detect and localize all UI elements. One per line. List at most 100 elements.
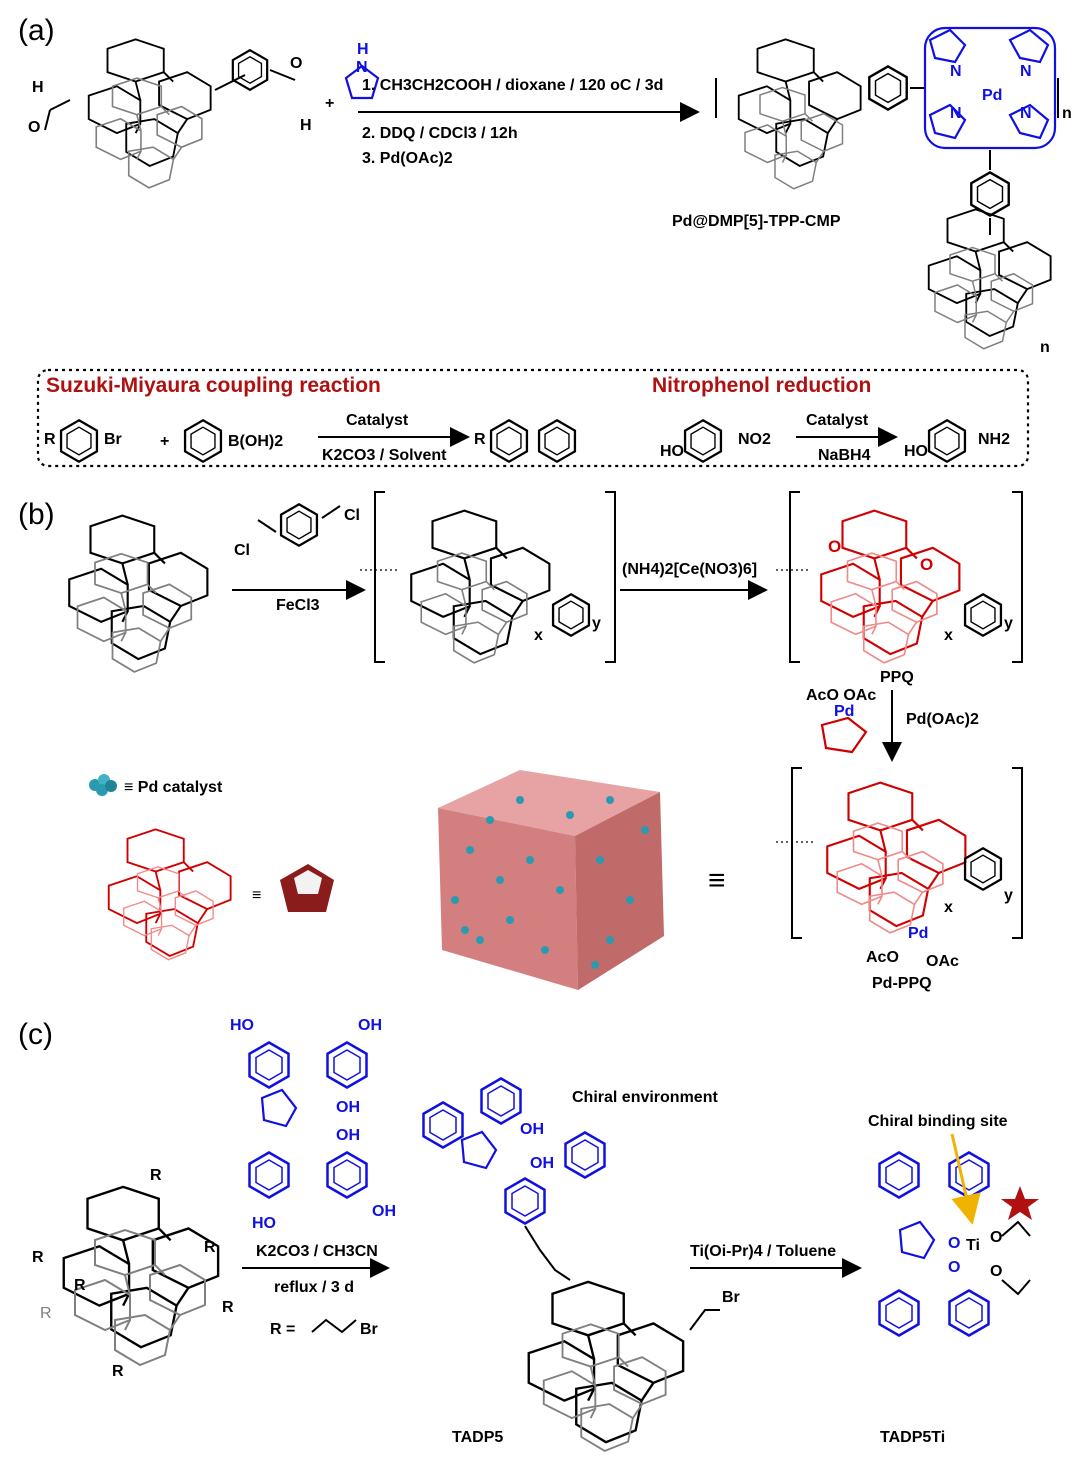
aldehyde-h-right: H (300, 117, 312, 134)
oac-bound: OAc (926, 953, 959, 970)
pyrrole-n: N (356, 59, 368, 76)
pd-catalyst-legend: ≡ Pd catalyst (89, 774, 223, 796)
y-subscript-3: y (1004, 887, 1013, 904)
reflux-label: reflux / 3 d (274, 1279, 354, 1296)
aldehyde-o-right: O (290, 55, 302, 72)
pd-bound: Pd (908, 925, 928, 942)
y-subscript-2: y (1004, 615, 1013, 632)
pd-ppq-label: Pd-PPQ (872, 975, 932, 992)
ti-atom: Ti (966, 1237, 980, 1254)
pentagon-prism-icon (280, 864, 334, 912)
taddol-ho-bottom: HO (252, 1215, 276, 1232)
ti-o-3: O (990, 1229, 1002, 1246)
ti-condition-label: Ti(Oi-Pr)4 / Toluene (690, 1243, 836, 1260)
r-group-5: R (40, 1305, 52, 1322)
aldehyde-o-left: O (28, 119, 40, 136)
product-a-name: Pd@DMP[5]-TPP-CMP (672, 213, 841, 230)
r-group-6: R (222, 1299, 234, 1316)
tadp5ti-structure: Ti O O O O (878, 1151, 1031, 1337)
nitro-conditions: NaBH4 (818, 447, 871, 464)
r-group-4: R (74, 1277, 86, 1294)
r-definition: R = Br (270, 1318, 378, 1338)
r-group-7: R (112, 1363, 124, 1380)
k2co3-label: K2CO3 / CH3CN (256, 1243, 378, 1260)
dialdehyde-monomer: H O O H (28, 38, 312, 189)
chiral-environment-label: Chiral environment (572, 1089, 718, 1106)
pd-ppq-polymer: x y Pd AcO OAc (776, 767, 1023, 970)
equiv-1: ≡ (252, 887, 261, 904)
ti-o-4: O (990, 1263, 1002, 1280)
quinone-pillararene (107, 828, 232, 961)
nitro-group: NO2 (738, 431, 771, 448)
panel-b-label: (b) (18, 498, 55, 531)
aco-oac-label: AcO OAc (806, 687, 876, 704)
tadp5-oh-1: OH (520, 1121, 544, 1138)
taddol-oh-2: OH (336, 1127, 360, 1144)
ti-o-1: O (948, 1235, 960, 1252)
taddol-reagent: HO OH OH OH HO OH (230, 1017, 396, 1232)
ppq-o2: O (920, 555, 933, 574)
r-group-3: R (204, 1239, 216, 1256)
r-equals: R = (270, 1321, 295, 1338)
chiral-site-arrow (950, 1133, 981, 1225)
porphyrin-n4: N (1020, 105, 1032, 122)
nitro-catalyst: Catalyst (806, 412, 869, 429)
aco-bound: AcO (866, 949, 899, 966)
pyrrole-reagent: N H (344, 41, 380, 100)
suzuki-title: Suzuki-Miyaura coupling reaction (46, 374, 381, 397)
taddol-oh-top: OH (358, 1017, 382, 1034)
tadp5-br: Br (722, 1289, 740, 1306)
pd-cluster-icon (89, 774, 117, 796)
porphyrin-n2: N (1020, 63, 1032, 80)
r-group-1: R (150, 1167, 162, 1184)
condition-a-2: 2. DDQ / CDCl3 / 12h (362, 125, 518, 142)
nitro-scheme: HO NO2 Catalyst NaBH4 HO NH2 (660, 412, 1010, 464)
ppq-polymer: O O x y (776, 491, 1023, 664)
can-label: (NH4)2[Ce(NO3)6] (622, 561, 757, 578)
porphyrin-pd: Pd (982, 87, 1002, 104)
suzuki-r: R (44, 431, 56, 448)
crosslinked-dmp5-polymer: x y (360, 491, 616, 664)
tadp5-oh-2: OH (530, 1155, 554, 1172)
suzuki-catalyst: Catalyst (346, 412, 409, 429)
suzuki-plus: + (160, 433, 169, 450)
pyrrole-h: H (357, 41, 369, 58)
chiral-site-label: Chiral binding site (868, 1113, 1008, 1130)
application-box (36, 368, 1030, 468)
equiv-2: ≡ (708, 864, 726, 897)
aldehyde-h-left: H (32, 79, 44, 96)
tadp5-label: TADP5 (452, 1429, 503, 1446)
condition-a-1: 1. CH3CH2COOH / dioxane / 120 oC / 3d (362, 77, 663, 94)
pd-catalyst-label: ≡ Pd catalyst (124, 779, 223, 796)
amine-group: NH2 (978, 431, 1010, 448)
bromopropyl-pillararene: R R R R R R R (32, 1167, 234, 1380)
suzuki-br: Br (104, 431, 122, 448)
chiral-star-icon (1001, 1186, 1039, 1220)
pdoac2-label: Pd(OAc)2 (906, 711, 979, 728)
condition-a-3: 3. Pd(OAc)2 (362, 150, 453, 167)
x-subscript-1: x (534, 627, 543, 644)
suzuki-conditions: K2CO3 / Solvent (322, 447, 447, 464)
y-subscript-1: y (592, 615, 601, 632)
dmp5-monomer-b (68, 514, 209, 673)
pd-small: Pd (834, 703, 854, 720)
aminophenol-ho: HO (904, 443, 928, 460)
r-group-2: R (32, 1249, 44, 1266)
fecl3-label: FeCl3 (276, 597, 320, 614)
linker-cl-1: Cl (234, 542, 250, 559)
biaryl-r: R (474, 431, 486, 448)
panel-c-label: (c) (18, 1018, 53, 1051)
r-def-br: Br (360, 1321, 378, 1338)
x-subscript-2: x (944, 627, 953, 644)
ppq-label: PPQ (880, 669, 914, 686)
ti-o-2: O (948, 1259, 960, 1276)
ppq-o1: O (828, 537, 841, 556)
bis-chloromethyl-benzene: Cl Cl (234, 503, 360, 559)
taddol-oh-1: OH (336, 1099, 360, 1116)
taddol-oh-bottom: OH (372, 1203, 396, 1220)
porous-polymer-cube (438, 770, 664, 990)
porphyrin-n1: N (950, 63, 962, 80)
linker-cl-2: Cl (344, 507, 360, 524)
pd-binding-step: AcO OAc Pd Pd(OAc)2 (806, 687, 979, 762)
